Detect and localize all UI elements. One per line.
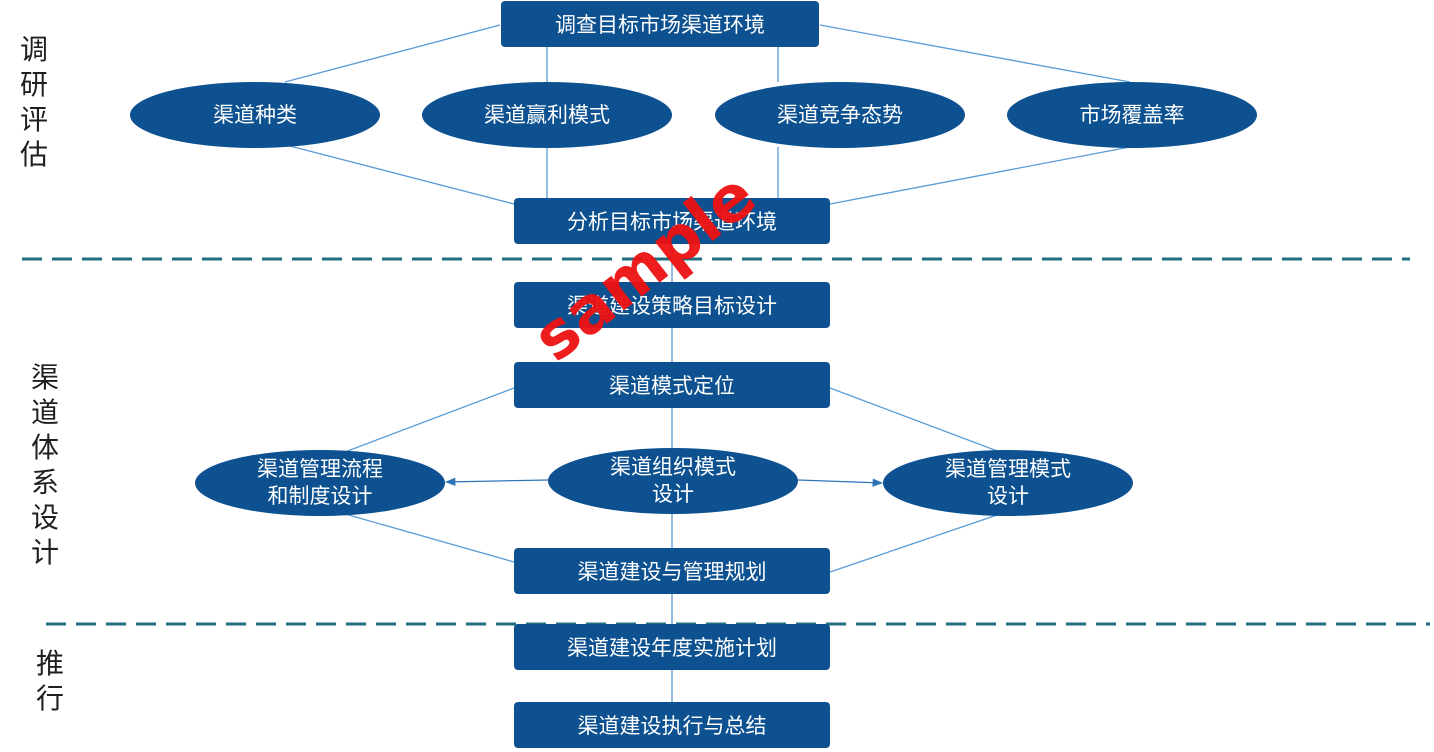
node-survey: 调查目标市场渠道环境 — [501, 1, 819, 47]
connector-line — [344, 513, 515, 563]
arrow-to-mgmt-mode — [797, 478, 884, 487]
connector-line — [819, 24, 1131, 83]
node-channel-types: 渠道种类 — [130, 82, 380, 148]
connector-line — [344, 387, 515, 453]
connector-line — [289, 145, 515, 205]
node-plan: 渠道建设与管理规划 — [514, 548, 830, 594]
node-org-design: 渠道组织模式 设计 — [548, 448, 798, 514]
connector-line — [284, 24, 501, 83]
node-positioning: 渠道模式定位 — [514, 362, 830, 408]
node-summary: 渠道建设执行与总结 — [514, 702, 830, 748]
node-coverage: 市场覆盖率 — [1007, 82, 1257, 148]
phase-label-research: 调研评估 — [19, 33, 48, 171]
node-profit-model: 渠道赢利模式 — [422, 82, 672, 148]
arrow-to-process — [444, 477, 549, 486]
phase-label-system: 渠道体系设计 — [30, 361, 59, 569]
connector-line — [829, 387, 1001, 453]
connector-line — [829, 145, 1136, 205]
node-process-design: 渠道管理流程 和制度设计 — [195, 450, 445, 516]
phase-label-execute: 推行 — [35, 647, 64, 715]
node-mgmt-mode: 渠道管理模式 设计 — [883, 450, 1133, 516]
node-competition: 渠道竞争态势 — [715, 82, 965, 148]
node-strategy: 渠道建设策略目标设计 — [514, 282, 830, 328]
node-annual-plan: 渠道建设年度实施计划 — [514, 624, 830, 670]
connector-line — [829, 513, 1001, 573]
node-analyze: 分析目标市场渠道环境 — [514, 198, 830, 244]
